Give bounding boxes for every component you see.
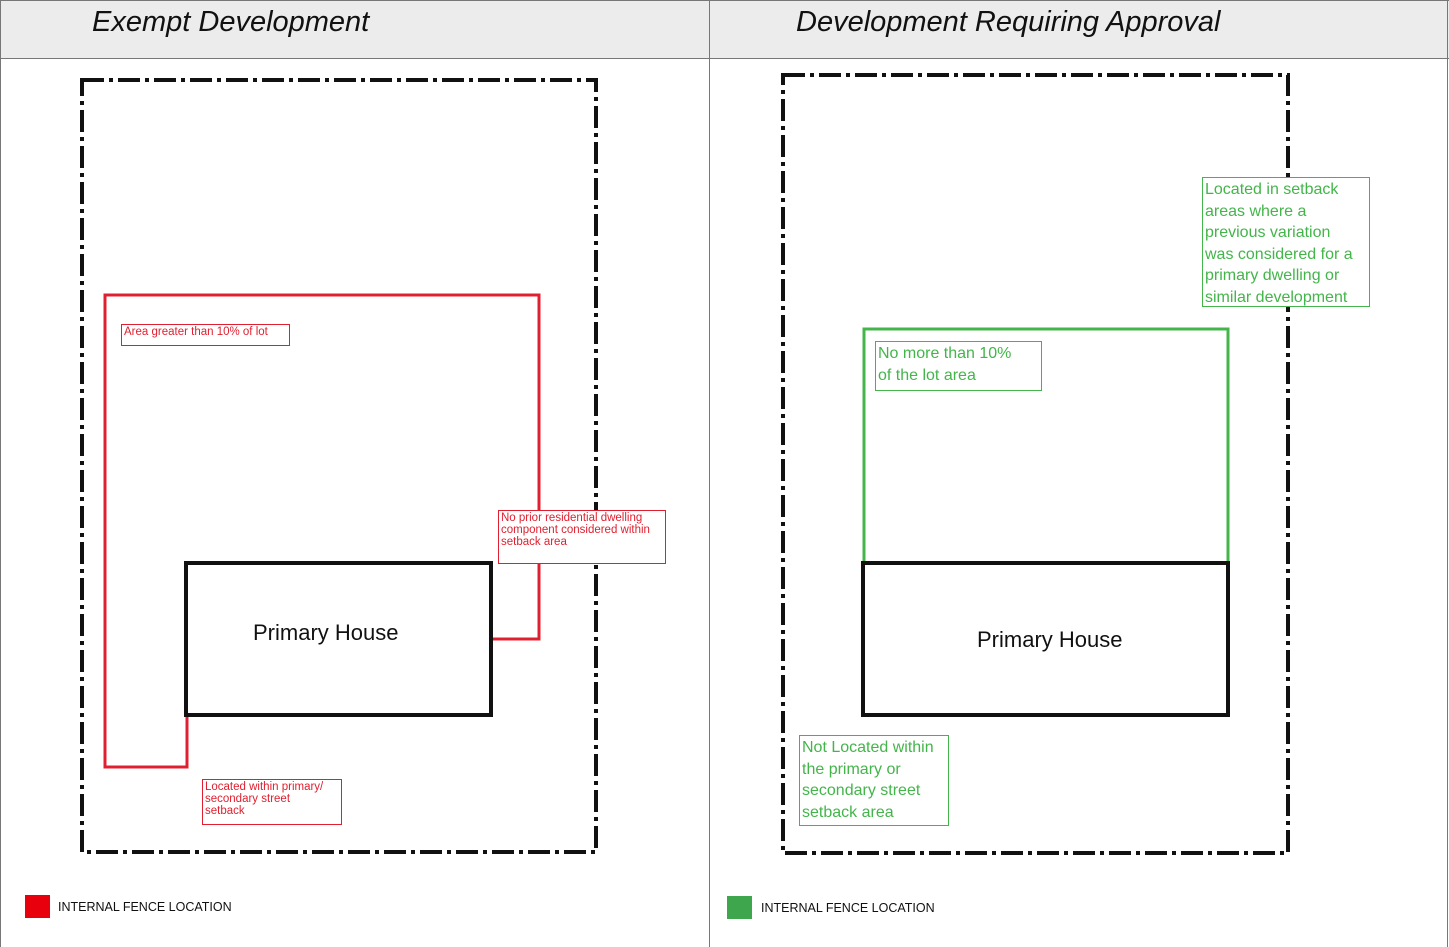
right-primary-house <box>861 561 1230 717</box>
note-setback-variation: Located in setback areas where a previou… <box>1202 177 1370 307</box>
right-primary-house-label: Primary House <box>977 627 1123 652</box>
left-primary-house-label: Primary House <box>253 620 399 645</box>
left-primary-house <box>184 561 493 717</box>
note-located-within-setback: Located within primary/ secondary street… <box>202 779 342 825</box>
right-legend-label: INTERNAL FENCE LOCATION <box>761 901 935 915</box>
table-border-header-bottom <box>0 58 1449 59</box>
table-border-left <box>0 0 1 947</box>
right-header <box>710 0 1449 58</box>
left-legend-swatch <box>25 895 50 918</box>
left-internal-fence <box>103 293 541 730</box>
left-legend-label: INTERNAL FENCE LOCATION <box>58 900 232 914</box>
note-no-prior-dwelling: No prior residential dwelling component … <box>498 510 666 564</box>
right-legend-swatch <box>727 896 752 919</box>
left-header <box>0 0 709 58</box>
right-column-title: Development Requiring Approval <box>796 6 1221 38</box>
left-column-title: Exempt Development <box>92 6 370 38</box>
table-border-middle <box>709 0 710 947</box>
note-no-more-than-10: No more than 10% of the lot area <box>875 341 1042 391</box>
left-internal-fence-bottom <box>103 714 189 769</box>
right-lot-boundary <box>781 73 1290 855</box>
table-border-right <box>1447 0 1448 947</box>
right-internal-fence <box>862 327 1230 563</box>
note-area-greater: Area greater than 10% of lot <box>121 324 290 346</box>
left-lot-boundary <box>80 78 598 854</box>
note-not-located-within: Not Located within the primary or second… <box>799 735 949 826</box>
table-border-top <box>0 0 1449 1</box>
